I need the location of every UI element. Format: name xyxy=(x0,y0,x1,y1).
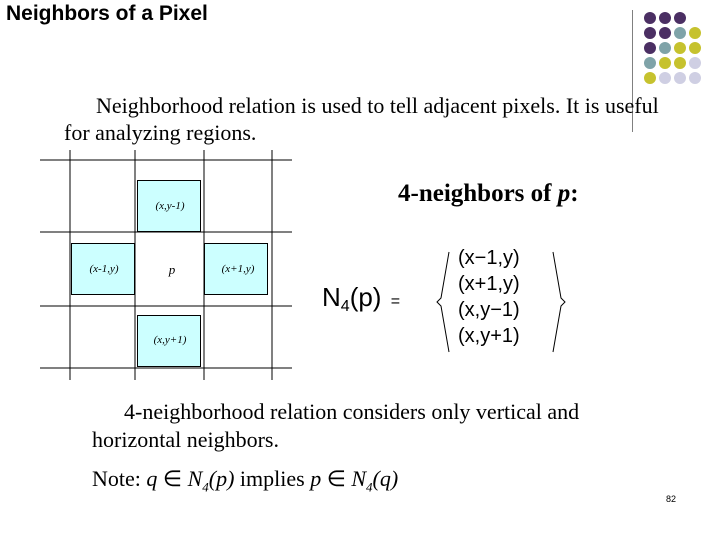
note-subscript: 4 xyxy=(366,479,373,495)
intro-paragraph: Neighborhood relation is used to tell ad… xyxy=(64,93,659,145)
decorative-dot xyxy=(674,12,686,24)
decorative-dot xyxy=(674,27,686,39)
label-center: p xyxy=(168,262,176,277)
heading-text: 4-neighbors of xyxy=(398,180,558,207)
neighbor-set-item: (x−1,y) xyxy=(458,247,520,269)
decorative-dot xyxy=(674,42,686,54)
decorative-dot xyxy=(659,57,671,69)
decorative-dot xyxy=(644,12,656,24)
note-arg-q: (q) xyxy=(372,466,399,491)
note-line: Note: q ∈ N4(p) implies p ∈ N4(q) xyxy=(92,466,398,495)
right-brace-icon xyxy=(552,251,566,353)
decorative-dot xyxy=(659,27,671,39)
element-of-symbol: ∈ xyxy=(162,466,183,491)
decorative-dot xyxy=(659,42,671,54)
note-p: p xyxy=(310,466,322,491)
decorative-dot xyxy=(674,72,686,84)
cell-right xyxy=(204,243,268,295)
neighbor-set: (x−1,y) (x+1,y) (x,y−1) (x,y+1) xyxy=(458,245,520,349)
left-brace-icon xyxy=(436,251,450,353)
decorative-dot xyxy=(659,12,671,24)
page-number: 82 xyxy=(666,494,677,504)
heading-variable: p xyxy=(557,180,571,207)
note-n: N xyxy=(187,466,203,491)
decorative-dot xyxy=(644,57,656,69)
label-right: (x+1,y) xyxy=(221,263,255,275)
decorative-dot xyxy=(689,57,701,69)
relation-paragraph: 4-neighborhood relation considers only v… xyxy=(92,399,580,452)
cell-top xyxy=(137,180,201,232)
formula-symbol: N xyxy=(322,282,341,312)
neighbor-set-item: (x+1,y) xyxy=(458,273,520,295)
label-top: (x,y-1) xyxy=(155,200,185,212)
formula-lhs: N4(p) = xyxy=(322,282,400,316)
slide-title: Neighbors of a Pixel xyxy=(6,2,208,25)
formula-equals: = xyxy=(390,293,401,310)
decorative-dot xyxy=(689,42,701,54)
decorative-dot-grid xyxy=(640,10,720,134)
decorative-dot xyxy=(659,72,671,84)
note-q: q xyxy=(146,466,158,491)
element-of-symbol: ∈ xyxy=(326,466,346,491)
note-subscript: 4 xyxy=(202,479,209,495)
neighbor-set-item: (x,y+1) xyxy=(458,325,520,347)
neighbor-set-item: (x,y−1) xyxy=(458,299,520,321)
formula-subscript: 4 xyxy=(340,298,350,315)
label-left: (x-1,y) xyxy=(89,263,119,275)
decorative-dot xyxy=(644,72,656,84)
note-n: N xyxy=(351,466,367,491)
note-prefix: Note: xyxy=(92,466,147,491)
title-divider xyxy=(632,10,633,132)
cell-left xyxy=(71,243,135,295)
note-arg-p: (p) xyxy=(208,466,235,491)
cell-bottom xyxy=(137,315,201,367)
heading-colon: : xyxy=(570,180,579,207)
label-bottom: (x,y+1) xyxy=(153,334,187,346)
decorative-dot xyxy=(644,42,656,54)
formula-argument: (p) xyxy=(349,282,382,312)
decorative-dot xyxy=(674,57,686,69)
decorative-dot xyxy=(644,27,656,39)
note-implies: implies xyxy=(234,466,311,491)
section-heading: 4-neighbors of p: xyxy=(398,180,579,208)
decorative-dot xyxy=(689,72,701,84)
decorative-dot xyxy=(689,27,701,39)
